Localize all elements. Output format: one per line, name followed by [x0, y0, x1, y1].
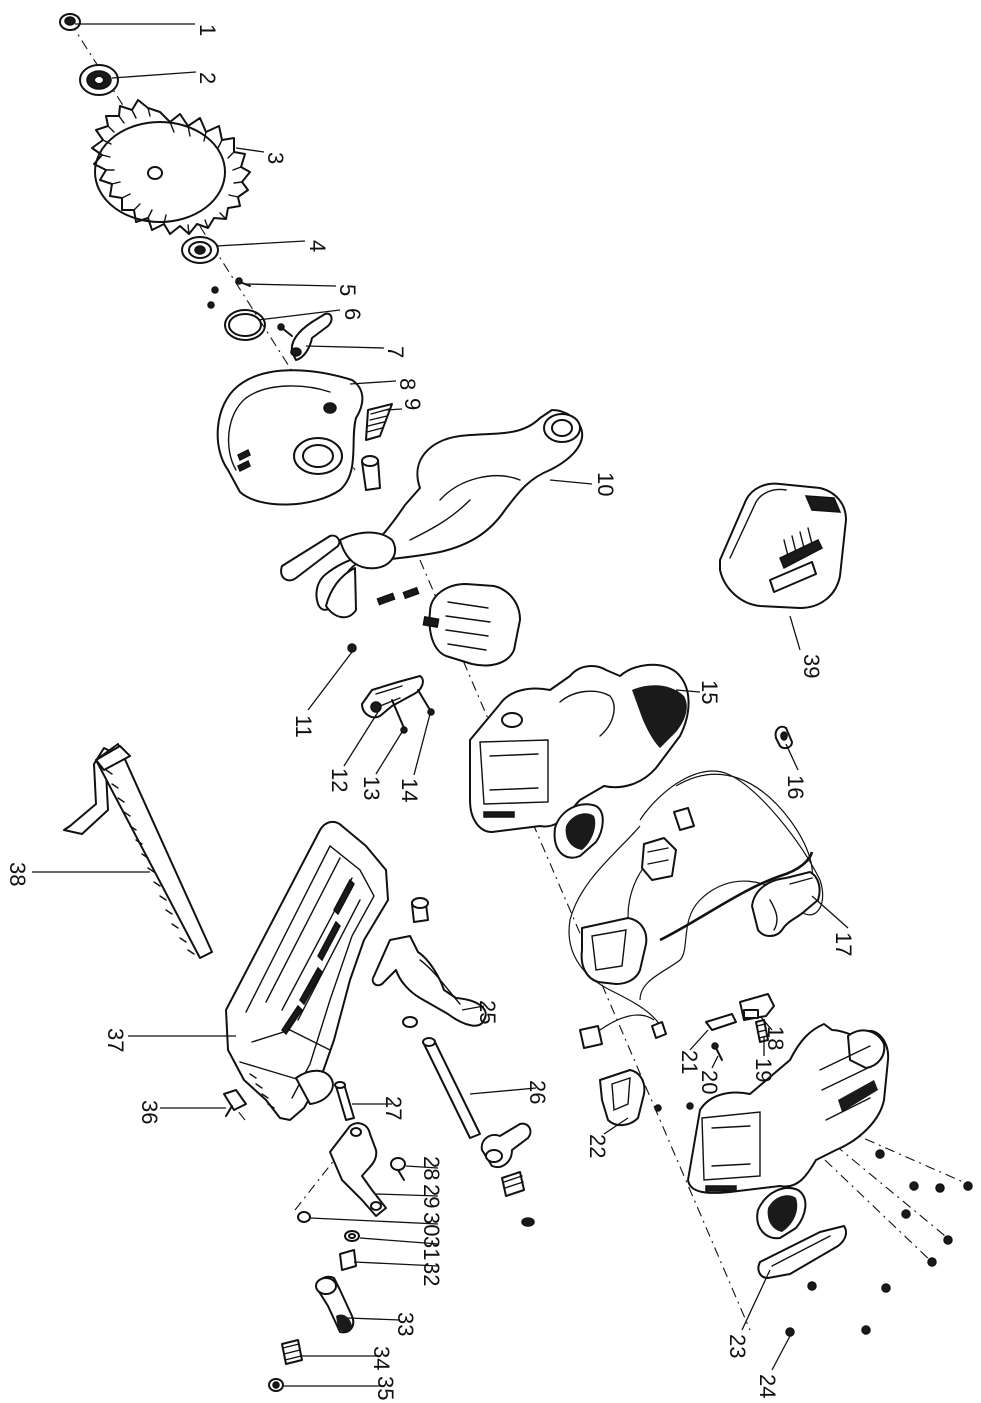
part-30-screw	[297, 1211, 311, 1223]
part-33-depth-knob	[315, 1275, 355, 1334]
part-32-bushing	[339, 1249, 357, 1271]
part-24-housing-screws	[785, 1149, 973, 1337]
part-28-screw	[390, 1157, 406, 1181]
part-9-spring	[365, 403, 393, 441]
callout-28: 28	[419, 1156, 444, 1180]
part-4-inner-flange	[181, 236, 219, 264]
callout-13: 13	[359, 776, 384, 800]
part-8-lower-blade-guard	[216, 369, 364, 506]
callout-1: 1	[195, 24, 220, 36]
part-7-guard-lever	[277, 312, 333, 361]
callout-10: 10	[593, 472, 618, 496]
callout-27: 27	[381, 1096, 406, 1120]
callout-7: 7	[383, 346, 408, 358]
callout-25: 25	[475, 1000, 500, 1024]
part-37-base-plate	[225, 820, 389, 1121]
part-27-pin	[334, 1081, 355, 1121]
part-13-screw	[391, 699, 408, 734]
part-20-screw	[711, 1042, 723, 1061]
callout-11: 11	[291, 715, 316, 738]
callout-29: 29	[419, 1184, 444, 1208]
part-2-outer-flange	[79, 64, 119, 96]
callout-17: 17	[831, 932, 856, 956]
callout-39: 39	[799, 654, 824, 678]
part-21-lever	[705, 1013, 737, 1031]
leader-lines	[32, 23, 849, 1387]
part-1-blade-bolt	[59, 13, 81, 31]
callout-24: 24	[755, 1374, 780, 1398]
callout-4: 4	[305, 240, 330, 252]
part-19-spring	[755, 1019, 769, 1043]
part-10-upper-guard-motor	[280, 409, 584, 667]
callout-8: 8	[395, 378, 420, 390]
callout-34: 34	[369, 1346, 394, 1370]
part-3-saw-blade	[91, 99, 251, 235]
part-17-trigger	[751, 871, 821, 937]
part-11-screw	[347, 643, 357, 653]
callout-35: 35	[373, 1376, 398, 1400]
part-22-bracket	[599, 1069, 694, 1126]
callout-9: 9	[400, 398, 425, 410]
callout-12: 12	[327, 768, 352, 792]
callout-30: 30	[419, 1212, 444, 1236]
callout-20: 20	[697, 1070, 722, 1094]
callout-16: 16	[783, 775, 808, 799]
part-15-housing-right	[469, 663, 690, 859]
part-5-screw	[207, 277, 251, 309]
part-23-housing-left	[687, 1023, 890, 1240]
callout-14: 14	[397, 778, 422, 802]
callout-33: 33	[393, 1312, 418, 1336]
callout-5: 5	[335, 284, 360, 296]
part-16-clip	[774, 725, 793, 750]
part-23-cover-plate	[757, 1225, 847, 1279]
callout-23: 23	[725, 1334, 750, 1358]
callout-15: 15	[697, 680, 722, 704]
part-31-washer	[344, 1230, 360, 1242]
callout-36: 36	[137, 1100, 162, 1124]
part-29-depth-bracket	[329, 1122, 387, 1217]
part-26-pivot-rod	[402, 1016, 535, 1227]
callout-22: 22	[585, 1134, 610, 1158]
callout-38: 38	[5, 862, 30, 886]
callout-31: 31	[419, 1236, 444, 1260]
callout-37: 37	[103, 1028, 128, 1052]
part-14-screw	[417, 689, 435, 716]
callout-21: 21	[677, 1050, 702, 1074]
callout-3: 3	[263, 152, 288, 164]
callout-19: 19	[751, 1058, 776, 1082]
part-36-thumb-screw	[223, 1089, 247, 1117]
part-25-bevel-bracket	[371, 897, 487, 1027]
part-6-o-ring	[224, 309, 266, 341]
callout-numbers: 1 2 3 4 5 6 7 8 9 10 11 12 13 14 15 16 1…	[5, 24, 856, 1400]
callout-26: 26	[525, 1080, 550, 1104]
callout-32: 32	[419, 1262, 444, 1286]
callout-18: 18	[763, 1026, 788, 1050]
part-35-screw	[268, 1378, 284, 1392]
part-38-rip-fence	[63, 743, 213, 959]
part-12-lock-bracket	[361, 675, 424, 719]
callout-2: 2	[195, 72, 220, 84]
part-39-battery	[719, 482, 847, 609]
part-34-spring	[281, 1339, 303, 1365]
callout-6: 6	[340, 308, 365, 320]
part-18-switch-lock	[739, 993, 775, 1021]
